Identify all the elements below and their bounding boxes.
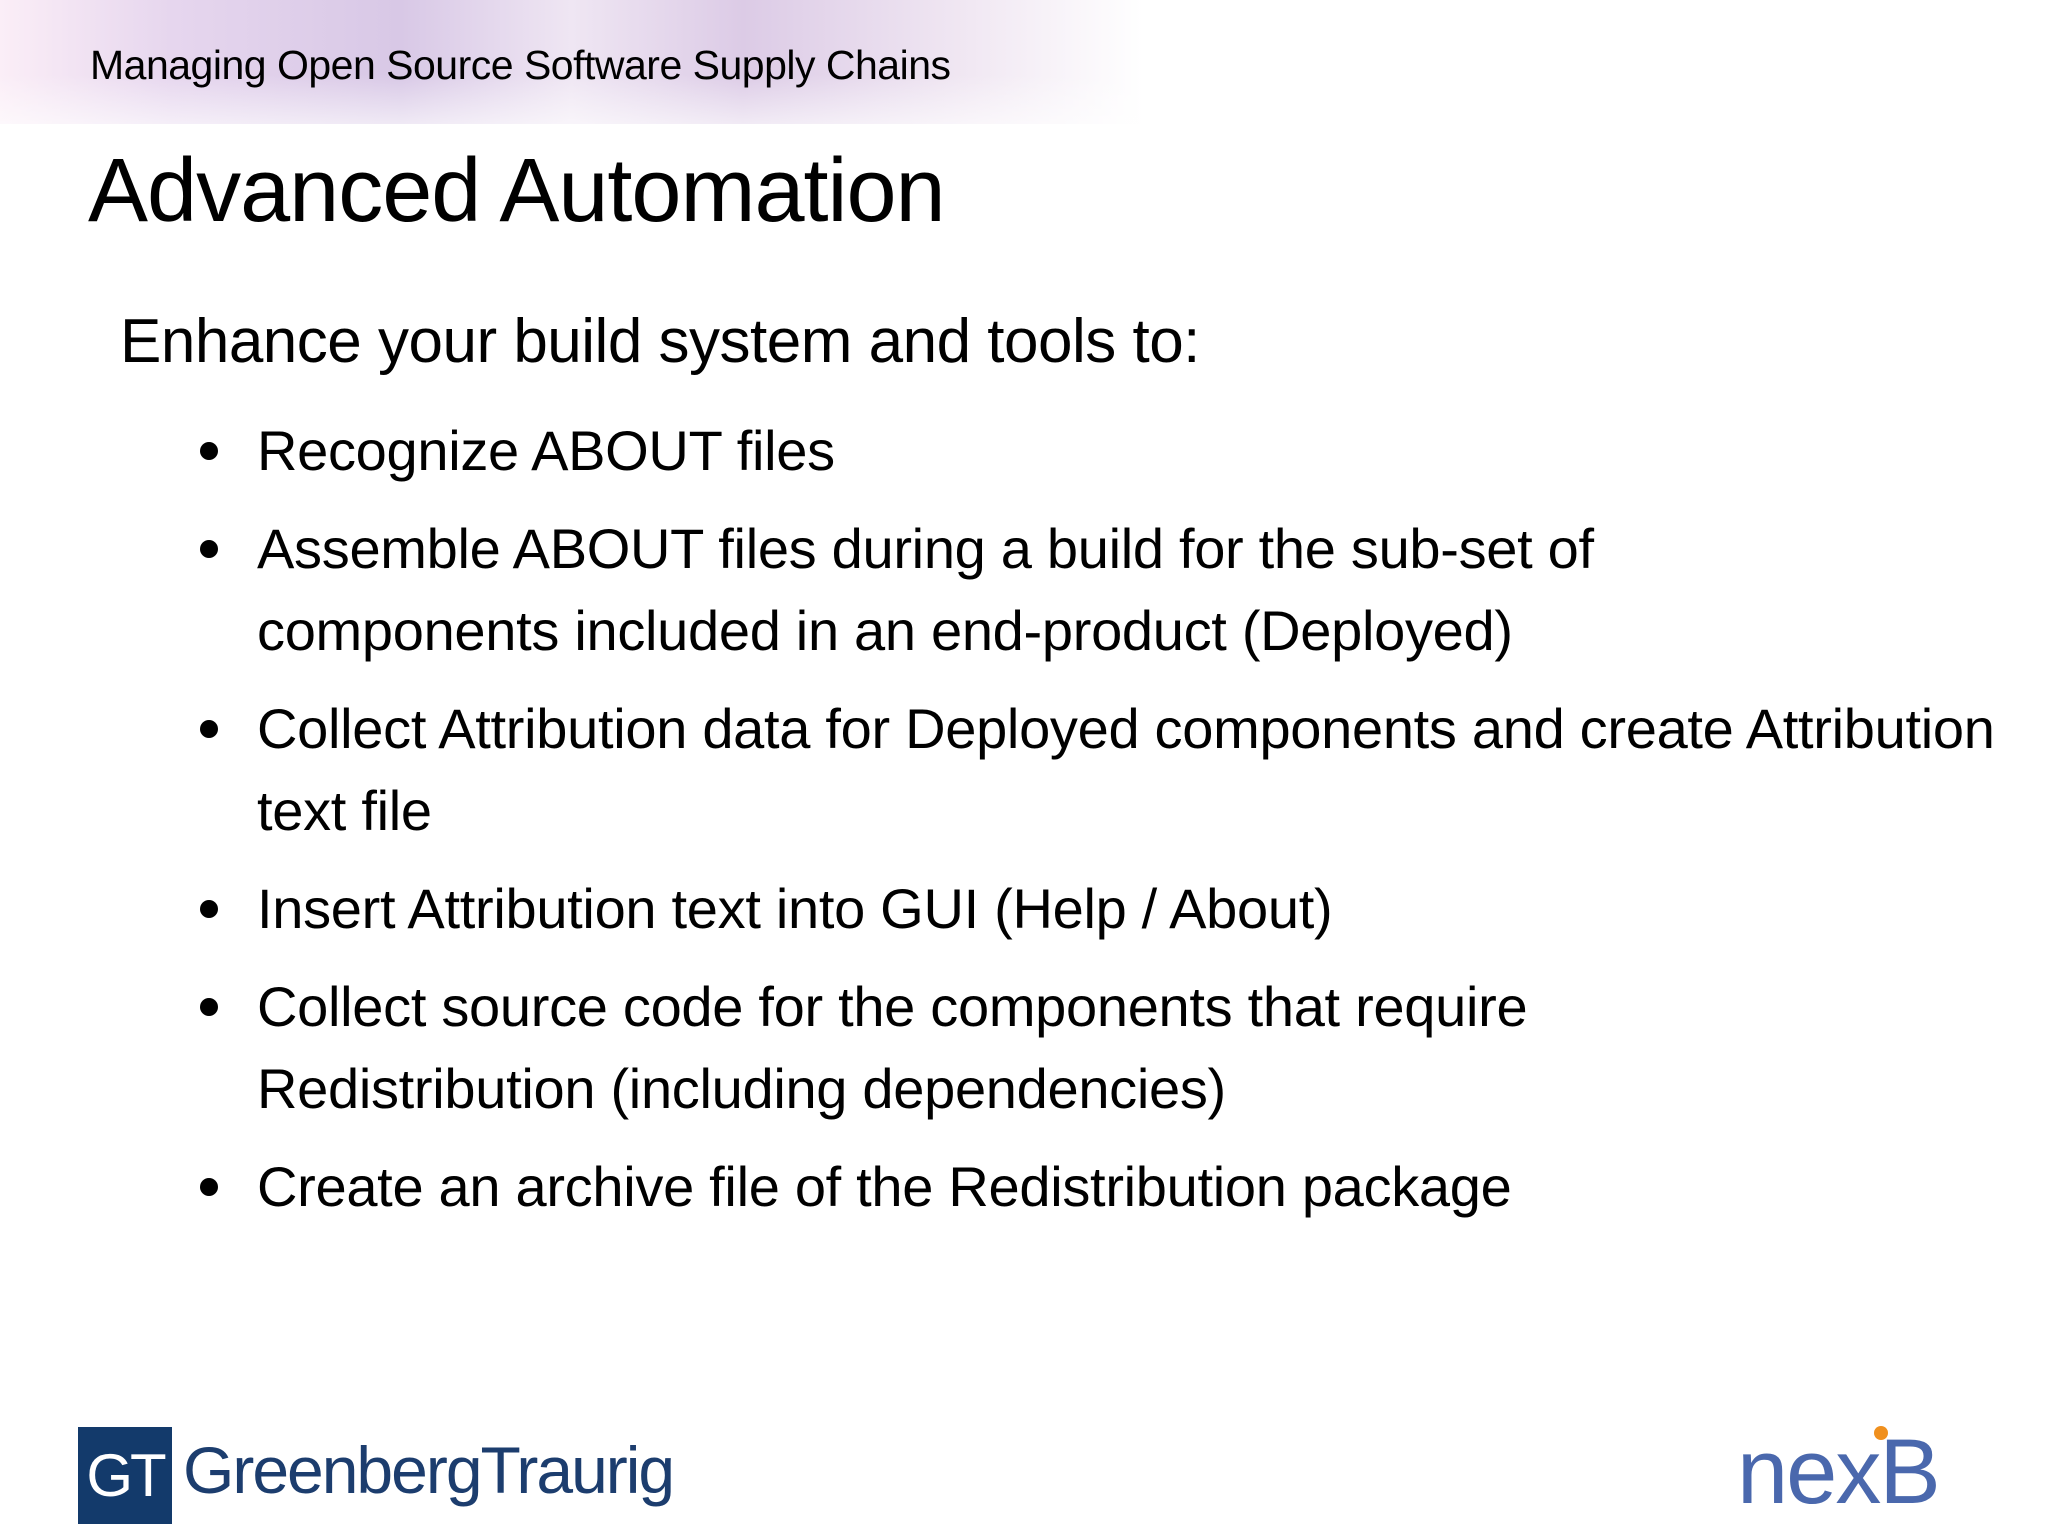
- bullet-item: Create an archive file of the Redistribu…: [200, 1146, 2000, 1228]
- bullet-item: Assemble ABOUT files during a build for …: [200, 508, 1777, 672]
- bullet-text: Insert Attribution text into GUI (Help /…: [257, 877, 1333, 940]
- bullet-text: Collect Attribution data for Deployed co…: [257, 697, 1995, 842]
- slide-intro: Enhance your build system and tools to:: [120, 307, 1200, 376]
- bullet-icon: [200, 1178, 218, 1196]
- slide-title: Advanced Automation: [88, 141, 946, 241]
- bullet-item: Recognize ABOUT files: [200, 410, 2000, 492]
- header-banner: [0, 0, 1143, 124]
- bullet-text: Create an archive file of the Redistribu…: [257, 1155, 1512, 1218]
- bullet-item: Collect source code for the components t…: [200, 966, 1777, 1130]
- bullet-list: Recognize ABOUT files Assemble ABOUT fil…: [200, 410, 2000, 1244]
- bullet-text: Recognize ABOUT files: [257, 419, 835, 482]
- greenberg-traurig-logo-mark: GT: [78, 1427, 172, 1524]
- nexb-logo: nexB: [1737, 1421, 1941, 1523]
- bullet-icon: [200, 720, 218, 738]
- bullet-icon: [200, 540, 218, 558]
- bullet-icon: [200, 442, 218, 460]
- greenberg-traurig-logo-name: GreenbergTraurig: [183, 1433, 675, 1507]
- nexb-logo-dot-icon: [1874, 1426, 1888, 1440]
- bullet-text: Collect source code for the components t…: [257, 975, 1528, 1120]
- header-text: Managing Open Source Software Supply Cha…: [90, 42, 951, 88]
- bullet-text: Assemble ABOUT files during a build for …: [257, 517, 1594, 662]
- bullet-icon: [200, 900, 218, 918]
- bullet-item: Collect Attribution data for Deployed co…: [200, 688, 2000, 852]
- bullet-item: Insert Attribution text into GUI (Help /…: [200, 868, 2000, 950]
- bullet-icon: [200, 998, 218, 1016]
